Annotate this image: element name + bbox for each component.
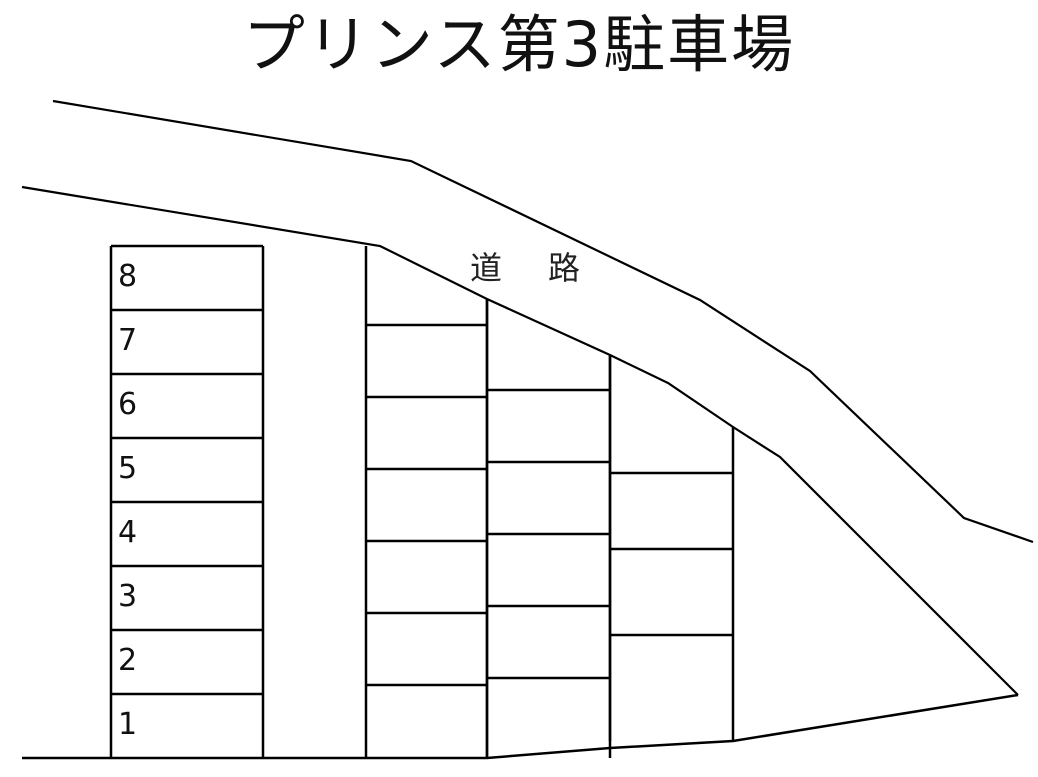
parking-slot-4-label: 4 (118, 515, 138, 550)
page-title: プリンス第3駐車場 (242, 8, 796, 81)
parking-slots (109, 244, 735, 758)
parking-slot-7-label: 7 (118, 323, 138, 358)
parking-slot-5-label: 5 (118, 451, 138, 486)
road (21, 99, 1034, 696)
road-label: 道路 (470, 249, 627, 287)
parking-slot-8-label: 8 (118, 259, 138, 294)
road-upper-edge (52, 99, 1034, 544)
parking-slot-2-label: 2 (118, 643, 138, 678)
road-lower-edge (21, 185, 1019, 696)
parking-slot-3-label: 3 (118, 579, 138, 614)
parking-slot-1-label: 1 (118, 707, 138, 742)
parking-slot-6-label: 6 (118, 387, 138, 422)
site-boundary (22, 693, 1019, 760)
site-bottom-edge (22, 693, 1019, 760)
